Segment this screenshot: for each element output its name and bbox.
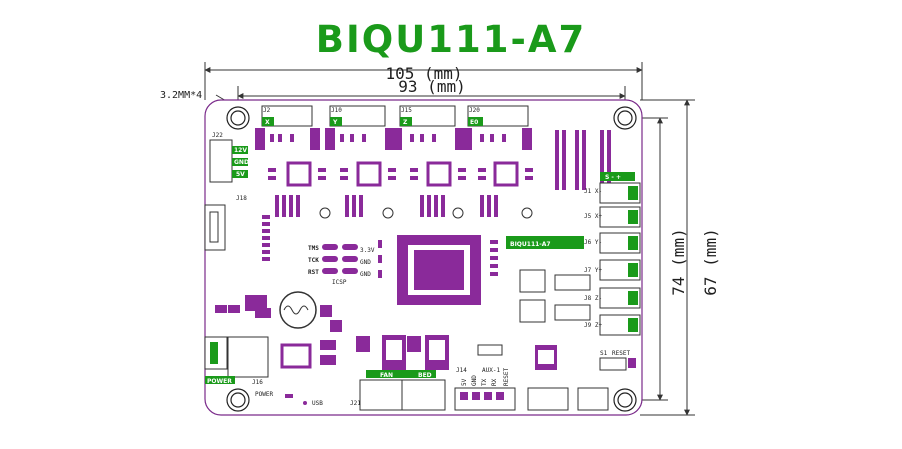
fan-ref: J21 [350, 400, 361, 407]
jtag-tck: TCK [308, 257, 319, 264]
motor-header-x: X J2 [261, 105, 313, 127]
aux-pin-5v: 5V [461, 378, 468, 386]
usb-led-label: USB [312, 400, 323, 407]
jtag-rst: RST [308, 269, 319, 276]
aux-pin-tx: TX [481, 378, 488, 386]
icsp-label: ICSP [332, 279, 347, 286]
svg-text:X: X [265, 119, 270, 126]
bed-label: BED [418, 372, 432, 379]
dim-outer-width: 105 (mm) [385, 64, 462, 83]
fan-label: FAN [380, 372, 393, 379]
reset-ref: S1 [600, 350, 608, 357]
power-header-ref: J22 [212, 132, 223, 139]
motor-header-y: Y J10 [329, 105, 386, 127]
usb-connector [204, 204, 226, 251]
icsp-header [322, 244, 358, 274]
aux-pin-reset: RESET [503, 368, 510, 386]
svg-text:J15: J15 [401, 107, 412, 114]
power-input-terminal [204, 336, 269, 384]
jtag-gnd1: GND [360, 259, 371, 266]
smd-components [262, 134, 533, 278]
endstop-label-6: J9 Z+ [584, 322, 602, 329]
power-led-label: POWER [255, 391, 273, 398]
board-label-bg [506, 236, 584, 249]
jtag-tms: TMS [308, 245, 319, 252]
aux-ref: J14 [456, 367, 467, 374]
usb-led [303, 401, 307, 405]
svg-text:J20: J20 [469, 107, 480, 114]
mounting-holes [226, 106, 637, 412]
endstop-label-1: J1 X- [584, 188, 602, 195]
aux-connector [454, 387, 516, 411]
power-pin-gnd: GND [234, 159, 249, 166]
power-pin-12v: 12V [234, 147, 247, 154]
motor-header-e0: E0 J20 [467, 105, 529, 127]
endstop-connectors: S - + [599, 172, 641, 336]
dim-inner-width: 93 (mm) [398, 77, 465, 96]
svg-text:S - +: S - + [605, 174, 621, 181]
power-led [285, 394, 293, 398]
svg-text:E0: E0 [470, 119, 478, 126]
endstop-label-5: J8 Z- [584, 295, 602, 302]
dim-outer-height: 74 (mm) [669, 228, 688, 295]
power-section [215, 291, 342, 369]
endstop-label-2: J5 X+ [584, 213, 602, 220]
power-input-label: POWER [207, 378, 232, 385]
reset-label: RESET [612, 350, 630, 357]
svg-text:J2: J2 [263, 107, 271, 114]
svg-text:J10: J10 [331, 107, 342, 114]
dim-inner-height: 67 (mm) [701, 228, 720, 295]
motor-header-z: Z J15 [399, 105, 456, 127]
aux-pin-rx: RX [491, 378, 498, 386]
board-title: BIQU111-A7 [315, 18, 587, 61]
reset-button-drawing [599, 357, 636, 371]
power-pin-5v: 5V [236, 171, 245, 178]
dimension-lines [204, 62, 695, 416]
board-label: BIQU111-A7 [510, 241, 551, 248]
mcu-chip [397, 235, 481, 305]
aux-pin-gnd: GND [471, 375, 478, 386]
endstop-label-4: J7 Y+ [584, 267, 602, 274]
svg-text:Z: Z [403, 119, 408, 126]
resistor-arrays [555, 130, 611, 190]
power-header-j22 [209, 139, 248, 183]
fan-bed-terminal [359, 370, 446, 411]
right-lower-connectors [477, 269, 609, 411]
motor-headers: X J2 Y J10 Z J15 E0 J20 [261, 105, 529, 127]
endstop-label-3: J6 Y- [584, 239, 602, 246]
power-input-ref: J16 [252, 379, 263, 386]
usb-ref: J18 [236, 195, 247, 202]
hole-note: 3.2MM*4 [160, 90, 202, 101]
aux-label: AUX-1 [482, 367, 500, 374]
driver-modules [255, 128, 532, 187]
potentiometers [319, 207, 533, 219]
jtag-3v3: 3.3V [360, 247, 375, 254]
jtag-gnd2: GND [360, 271, 371, 278]
svg-text:Y: Y [332, 119, 338, 126]
mosfets [356, 335, 449, 370]
